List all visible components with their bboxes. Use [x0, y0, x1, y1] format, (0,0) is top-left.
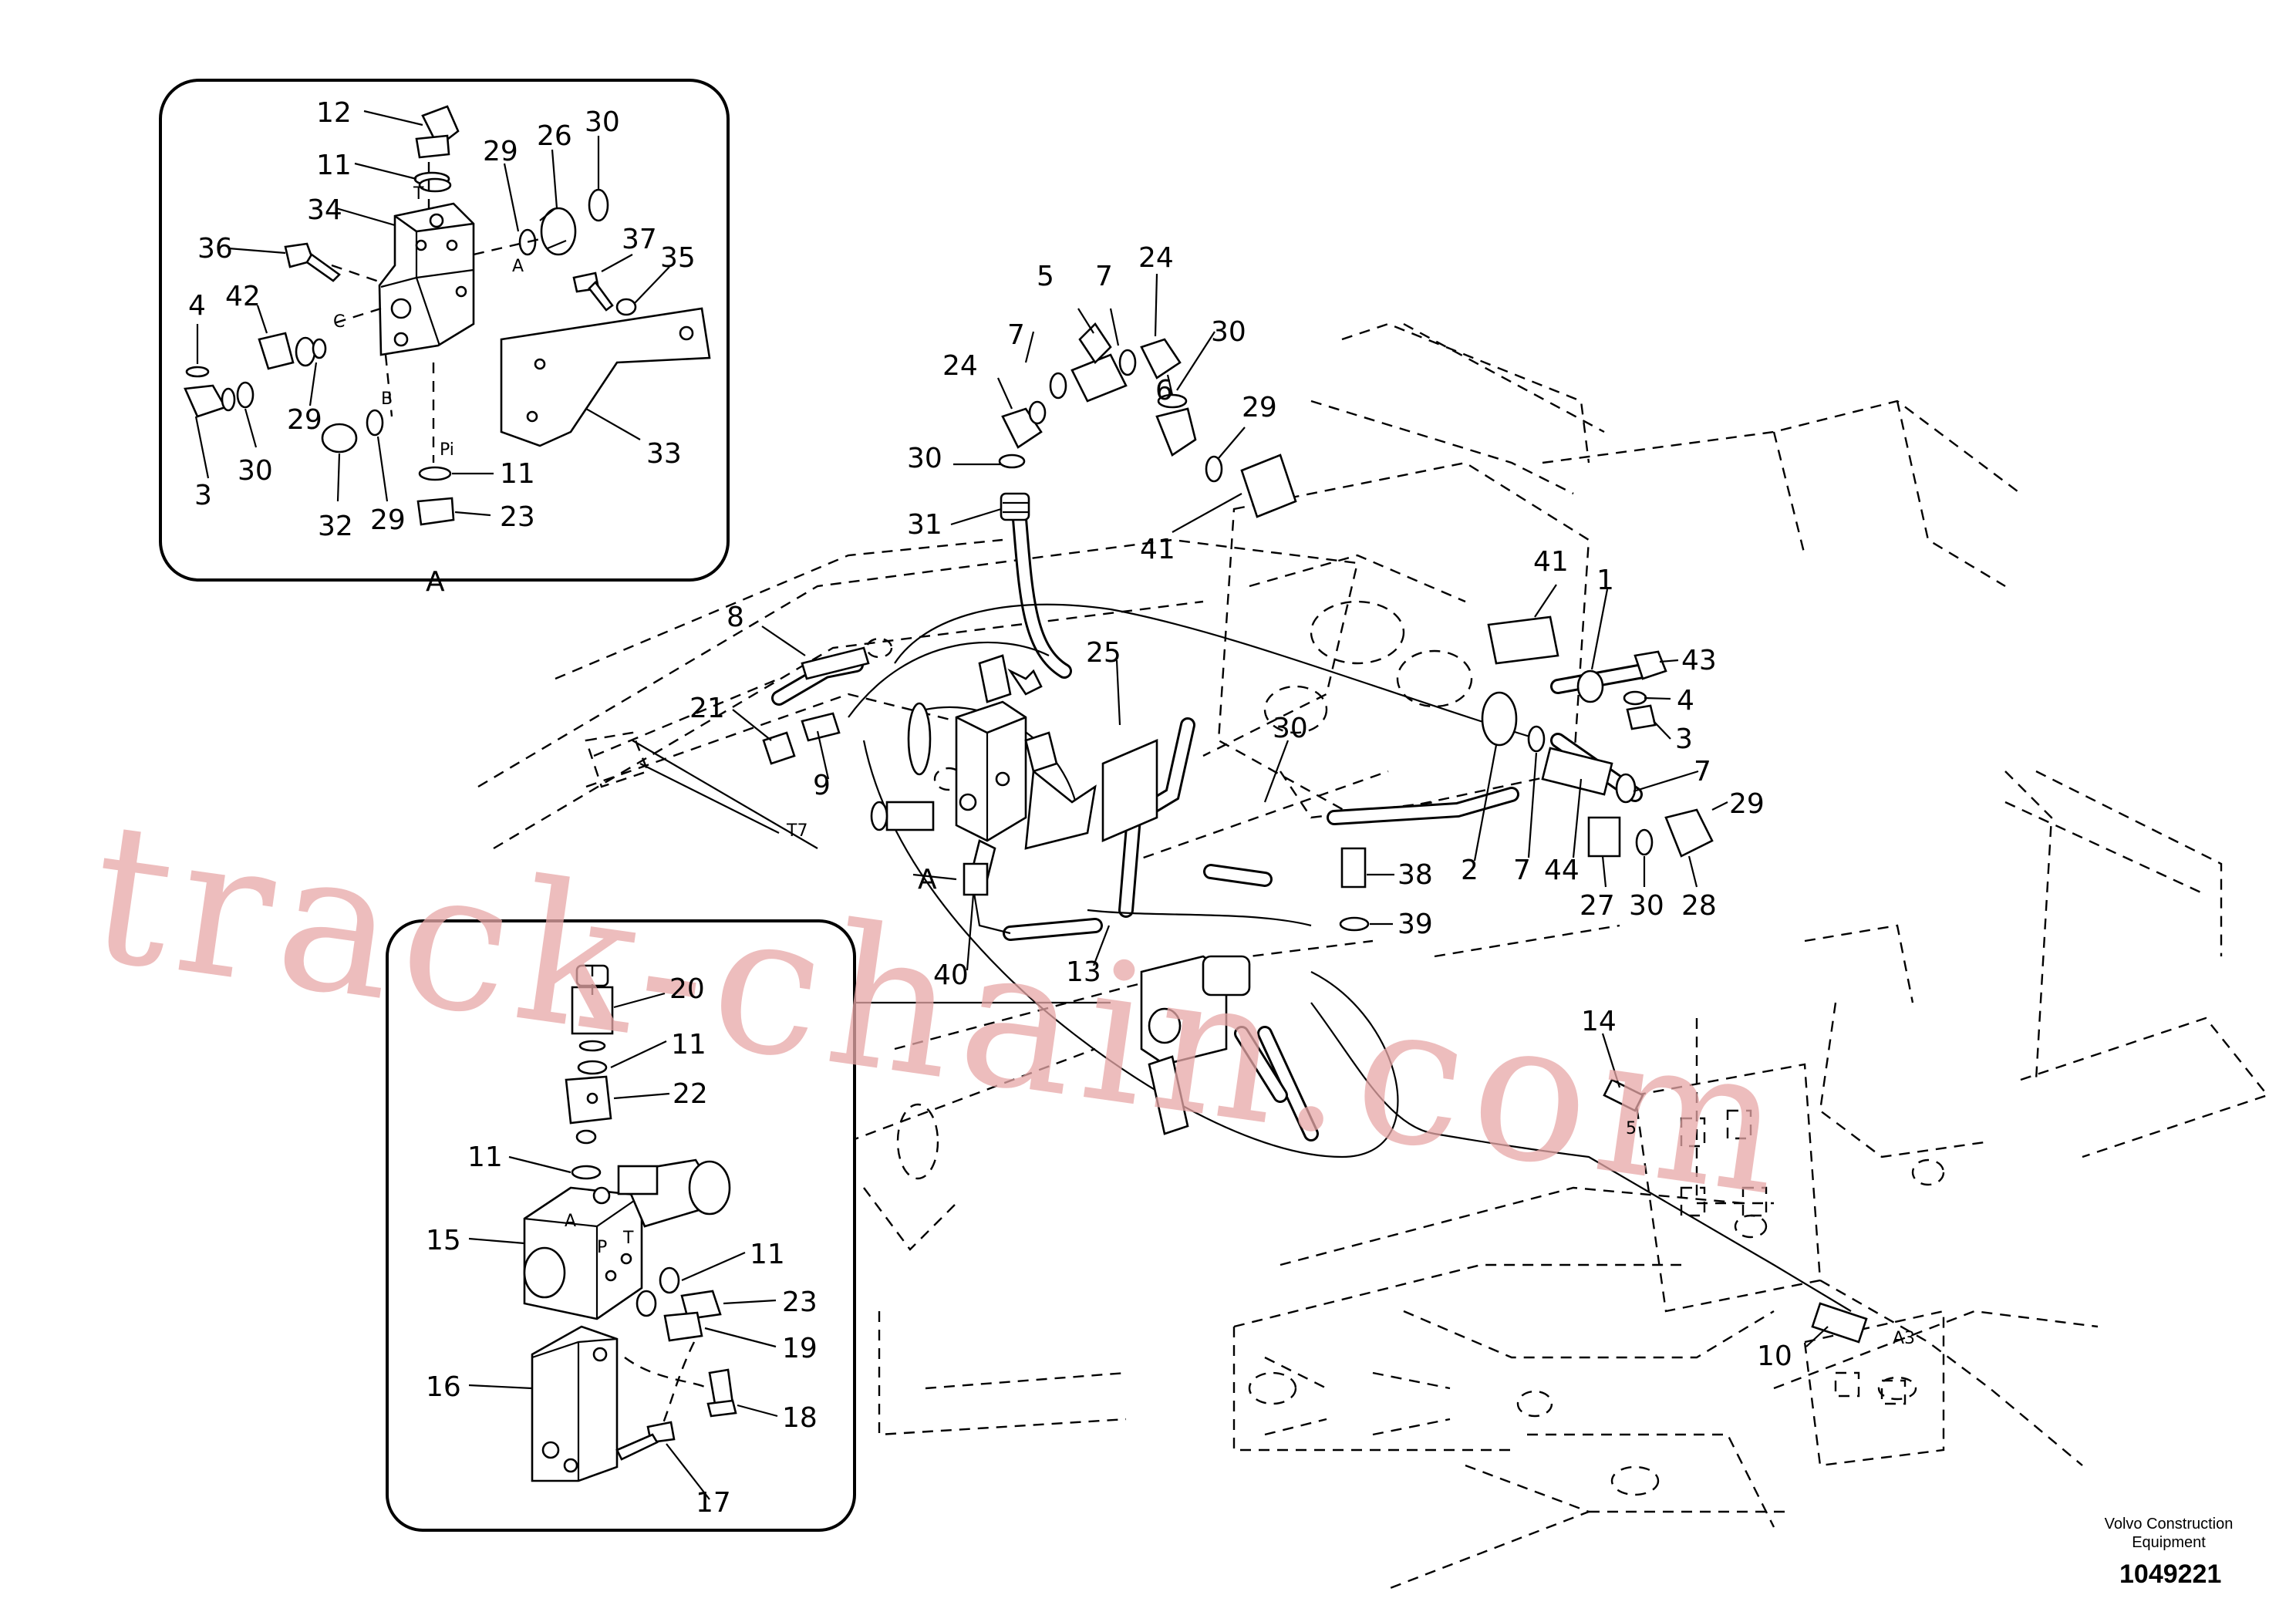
main-callouts: 24 7 5 7 24 30 6 29 30 31 41 8 25 21 9 4… [689, 242, 1792, 1372]
callout: 41 [1140, 534, 1175, 565]
callout: 14 [1581, 1006, 1617, 1037]
callout: 37 [622, 224, 657, 255]
callout: 2 [1461, 855, 1478, 886]
callout: 24 [942, 350, 978, 382]
callout: 3 [1675, 723, 1693, 755]
callout: 42 [225, 281, 261, 312]
callout: 4 [188, 290, 206, 322]
callout: 30 [238, 455, 273, 487]
callout: 25 [1086, 637, 1121, 669]
callout: 41 [1533, 546, 1569, 578]
callout: 11 [500, 458, 535, 490]
callout: 11 [671, 1029, 706, 1061]
callout: 11 [750, 1239, 785, 1270]
callout: 23 [500, 501, 535, 533]
port-label-a-small: A [565, 1212, 576, 1231]
callout: 23 [782, 1286, 818, 1318]
callout: 19 [782, 1333, 818, 1364]
callout: 36 [197, 233, 233, 265]
drawing-number: 1049221 [2119, 1560, 2221, 1589]
detail-b-leader-lines [468, 992, 778, 1500]
detail-a-title: A [426, 566, 445, 598]
callout: 7 [1095, 261, 1113, 292]
port-label-5: 5 [1626, 1119, 1637, 1138]
callout: 8 [727, 602, 744, 633]
callout: 29 [370, 504, 406, 536]
callout: 18 [782, 1402, 818, 1434]
main-leader-lines [732, 273, 1829, 1347]
detail-a-callouts: 12 11 34 29 26 30 36 37 35 42 4 29 30 3 … [188, 97, 696, 542]
callout: 29 [287, 404, 322, 436]
port-label-pi: Pi [440, 440, 454, 460]
callout: 1 [1596, 565, 1614, 596]
callout: 20 [669, 973, 705, 1005]
detail-a-parts [184, 105, 711, 526]
port-label-a: A [512, 257, 524, 276]
callout: 6 [1155, 375, 1173, 406]
callout: 30 [585, 106, 620, 138]
credit-line-1: Volvo Construction [2105, 1516, 2234, 1533]
callout: 4 [1677, 685, 1694, 717]
detail-a-leader-lines [194, 110, 670, 517]
callout: 44 [1544, 855, 1580, 886]
callout: 29 [1242, 392, 1277, 423]
callout: 33 [646, 438, 682, 470]
callout: 22 [673, 1078, 708, 1110]
callout: 39 [1397, 909, 1433, 940]
callout: 7 [1694, 756, 1711, 787]
callout: 24 [1138, 242, 1174, 274]
callout: 30 [907, 443, 942, 474]
callout: 17 [696, 1487, 731, 1519]
port-label-a3: A3 [1893, 1329, 1915, 1348]
callout: 10 [1757, 1340, 1792, 1372]
callout: 32 [318, 511, 353, 542]
callout: 38 [1397, 859, 1433, 891]
callout: 43 [1681, 645, 1717, 676]
callout: 34 [307, 194, 342, 226]
callout: 21 [689, 693, 725, 724]
callout: 35 [660, 242, 696, 274]
callout: 13 [1066, 956, 1101, 988]
callout: 7 [1007, 319, 1025, 351]
callout: 30 [1273, 713, 1308, 744]
main-fittings [585, 322, 1868, 1344]
callout: 30 [1629, 890, 1664, 922]
publisher-credit: Volvo Construction Equipment 1049221 [2105, 1516, 2234, 1589]
port-label-t7: T7 [786, 821, 807, 841]
callout: 11 [316, 150, 352, 181]
callout: 5 [1037, 261, 1054, 292]
credit-line-2: Equipment [2132, 1534, 2206, 1551]
port-labels: T A C B Pi A P T T7 A3 5 A [333, 184, 1915, 1348]
callout: 12 [316, 97, 352, 129]
callout: 26 [537, 120, 572, 152]
callout: 3 [194, 480, 212, 511]
port-label-t: T [413, 184, 424, 204]
port-label-p: P [597, 1238, 607, 1257]
port-label-b: B [381, 389, 393, 409]
callout: 7 [1513, 855, 1531, 886]
machine-frame-outline [477, 322, 2270, 1590]
callout: 28 [1681, 890, 1717, 922]
view-a-label: A [918, 864, 937, 895]
callout: 9 [813, 770, 831, 801]
detail-b-callouts: 20 11 22 11 15 11 23 19 16 18 17 [426, 973, 818, 1519]
callout: 29 [483, 136, 518, 167]
port-label-t-small: T [622, 1229, 634, 1248]
callout: 27 [1580, 890, 1615, 922]
callout: 15 [426, 1225, 461, 1256]
main-valve-block [870, 654, 1097, 881]
detail-b-parts [523, 964, 737, 1482]
callout: 11 [467, 1141, 503, 1173]
callout: 30 [1211, 316, 1246, 348]
callout: 16 [426, 1371, 461, 1403]
port-label-c: C [333, 312, 345, 332]
callout: 29 [1729, 788, 1765, 820]
callout: 31 [907, 509, 942, 541]
watermark-text: track-chain.com [79, 779, 1805, 1239]
right-valve-group [1633, 1063, 1945, 1467]
callout: 40 [933, 959, 969, 991]
